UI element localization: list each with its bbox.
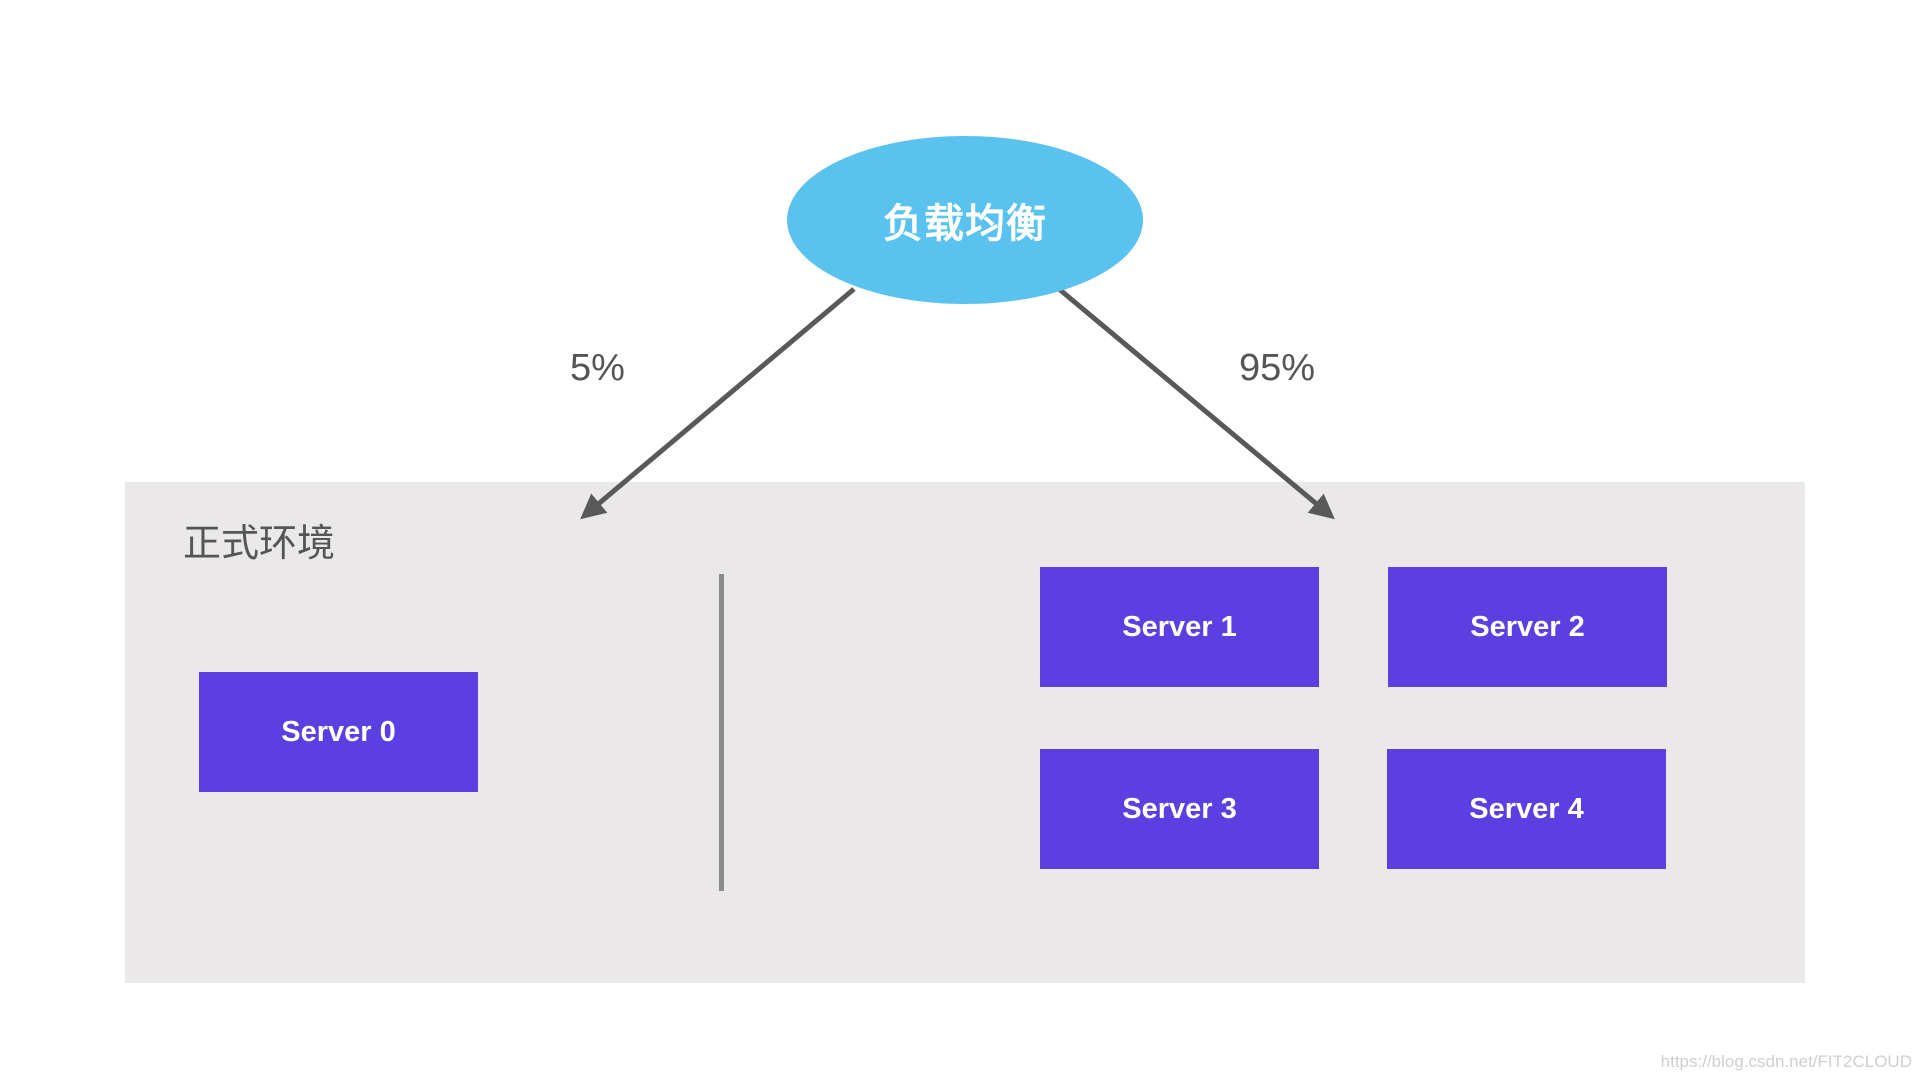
environment-title: 正式环境 bbox=[183, 521, 336, 565]
left-traffic-percent: 5% bbox=[570, 347, 625, 389]
server-3-box: Server 3 bbox=[1040, 749, 1319, 869]
load-balancer-node: 负载均衡 bbox=[787, 136, 1143, 304]
server-2-box: Server 2 bbox=[1388, 567, 1667, 687]
right-traffic-percent: 95% bbox=[1239, 347, 1316, 389]
server-1-box: Server 1 bbox=[1040, 567, 1319, 687]
server-4-box: Server 4 bbox=[1387, 749, 1666, 869]
server-0-box: Server 0 bbox=[199, 672, 478, 792]
watermark: https://blog.csdn.net/FIT2CLOUD bbox=[1660, 1052, 1912, 1071]
environment-divider bbox=[719, 574, 724, 891]
